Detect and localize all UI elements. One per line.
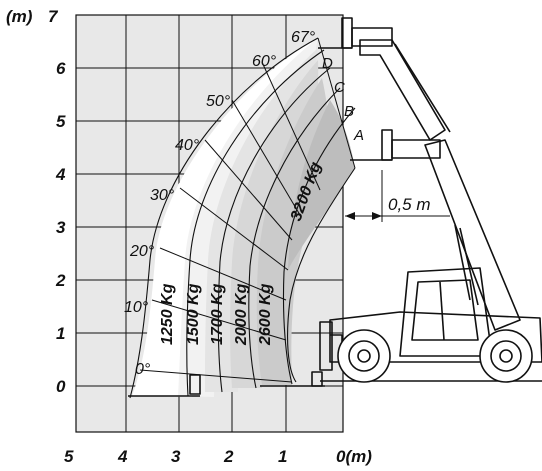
angle-label-60: 60° xyxy=(252,53,277,70)
telehandler-machine xyxy=(318,17,542,383)
position-label-d: D xyxy=(322,55,333,72)
angle-label-10: 10° xyxy=(124,299,149,316)
y-axis-labels: (m) 7 6 5 4 3 2 1 0 xyxy=(6,7,66,396)
y-tick-2: 2 xyxy=(55,271,66,290)
arc-1 xyxy=(186,49,325,397)
y-tick-4: 4 xyxy=(55,165,66,184)
x-tick-2: 2 xyxy=(223,447,234,466)
y-tick-0: 0 xyxy=(56,377,66,396)
y-tick-7: 7 xyxy=(48,7,59,26)
x-tick-4: 4 xyxy=(117,447,128,466)
y-tick-5: 5 xyxy=(56,112,66,131)
zone-3200 xyxy=(288,100,355,270)
angle-label-50: 50° xyxy=(206,93,231,110)
arc-2 xyxy=(217,67,331,393)
rear-wheel xyxy=(479,329,533,383)
x-axis-unit: 0(m) xyxy=(336,447,372,466)
load-zones xyxy=(132,38,355,397)
inner-envelope xyxy=(287,167,356,383)
angle-label-0: 0° xyxy=(135,361,151,378)
bottom-carriages xyxy=(128,371,325,397)
load-label-1500: 1500 Kg xyxy=(185,283,202,345)
dimension-label: 0,5 m xyxy=(388,195,431,214)
arc-4 xyxy=(282,107,356,385)
envelope-arcs xyxy=(129,37,356,399)
angle-label-40: 40° xyxy=(175,137,200,154)
position-label-b: B xyxy=(344,103,354,120)
x-tick-3: 3 xyxy=(171,447,181,466)
position-label-c: C xyxy=(334,79,345,96)
y-tick-6: 6 xyxy=(56,59,66,78)
y-tick-3: 3 xyxy=(56,218,66,237)
dimension-marker: 0,5 m xyxy=(345,170,450,222)
angle-label-30: 30° xyxy=(150,187,175,204)
y-tick-1: 1 xyxy=(56,324,65,343)
y-axis-unit: (m) xyxy=(6,7,33,26)
load-label-2600: 2600 Kg xyxy=(257,283,274,346)
angle-radials xyxy=(139,37,356,383)
x-axis-labels: 5 4 3 2 1 0(m) xyxy=(64,447,372,466)
front-wheel xyxy=(337,329,391,383)
position-label-a: A xyxy=(353,127,364,144)
load-label-1700: 1700 Kg xyxy=(209,283,226,345)
angle-label-67: 67° xyxy=(291,29,316,46)
boom-angle-labels: 67° 60° 50° 40° 30° 20° 10° 0° xyxy=(124,29,316,378)
outer-envelope xyxy=(129,37,319,399)
x-tick-1: 1 xyxy=(278,447,287,466)
extension-position-labels: A B C D xyxy=(322,55,364,144)
angle-label-20: 20° xyxy=(129,243,155,260)
load-label-2000: 2000 Kg xyxy=(233,283,250,346)
x-tick-5: 5 xyxy=(64,447,74,466)
chassis xyxy=(329,311,542,363)
arc-3 xyxy=(248,87,341,389)
load-label-1250: 1250 Kg xyxy=(159,283,176,345)
